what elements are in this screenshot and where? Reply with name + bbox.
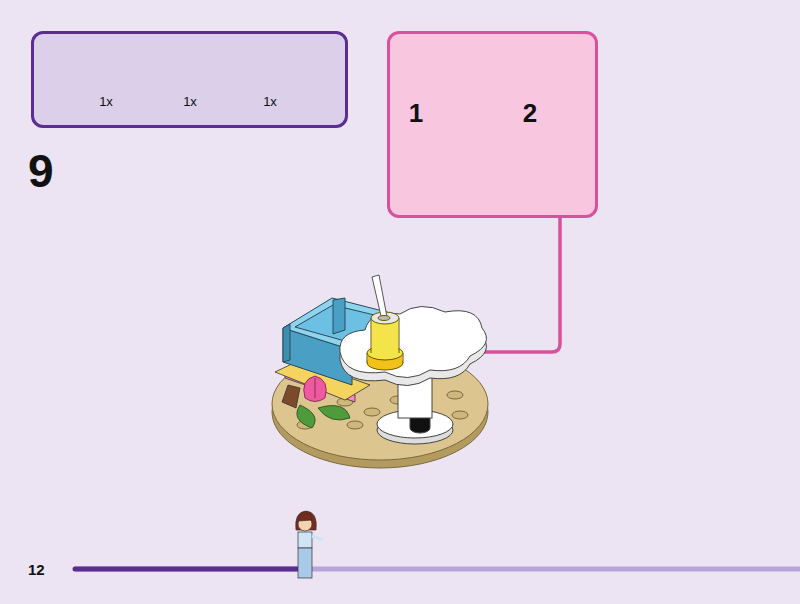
part-quantity: 1x [263, 95, 277, 108]
substep-box: 12 [387, 31, 598, 218]
minifigure [296, 511, 323, 578]
part-quantity: 1x [183, 95, 197, 108]
model-cup [367, 275, 403, 370]
parts-list-box: 1x 1x 1x [31, 31, 348, 128]
progress-track [75, 567, 800, 572]
model-table [340, 306, 487, 444]
substep-number: 2 [523, 100, 537, 126]
part-quantity: 1x [99, 95, 113, 108]
progress-fill [75, 567, 303, 572]
page-number: 12 [28, 562, 45, 577]
model-flower [297, 376, 350, 428]
step-number: 9 [28, 148, 54, 194]
substep-number: 1 [409, 100, 423, 126]
